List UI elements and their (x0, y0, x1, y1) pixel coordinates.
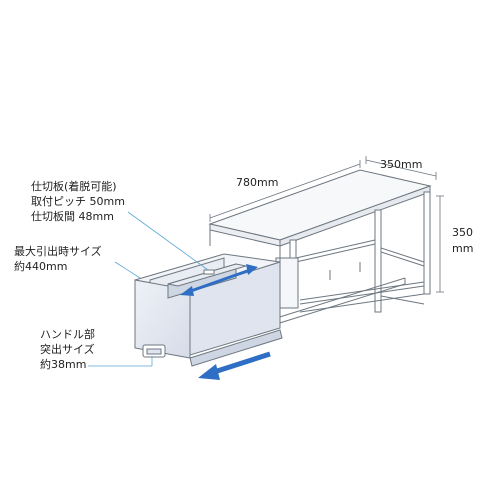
depth-dimension-label: 350mm (380, 158, 423, 171)
frame-structure (209, 191, 431, 327)
width-dimension-label: 780mm (236, 176, 279, 189)
pullout-callout-line-2: 約440mm (14, 260, 68, 273)
pitch-arrow (180, 264, 258, 296)
height-dimension-value: 350 (452, 226, 473, 239)
handle-callout-line-2: 突出サイズ (40, 343, 95, 356)
divider-callout-line-1: 仕切板(着脱可能) (31, 180, 117, 193)
height-dimension-unit: mm (452, 242, 474, 255)
divider-plate (167, 263, 247, 299)
callout-leaders (88, 211, 209, 367)
pullout-arrow (198, 351, 271, 380)
pullout-callout-line-1: 最大引出時サイズ (14, 245, 102, 258)
handle-callout-line-3: 約38mm (40, 358, 87, 371)
divider-callout-line-2: 取付ピッチ 50mm (31, 195, 125, 208)
divider-callout-line-3: 仕切板間 48mm (31, 210, 114, 223)
frame-top (208, 169, 432, 247)
dimension-lines (209, 156, 444, 293)
handle-callout-line-1: ハンドル部 (40, 328, 95, 341)
